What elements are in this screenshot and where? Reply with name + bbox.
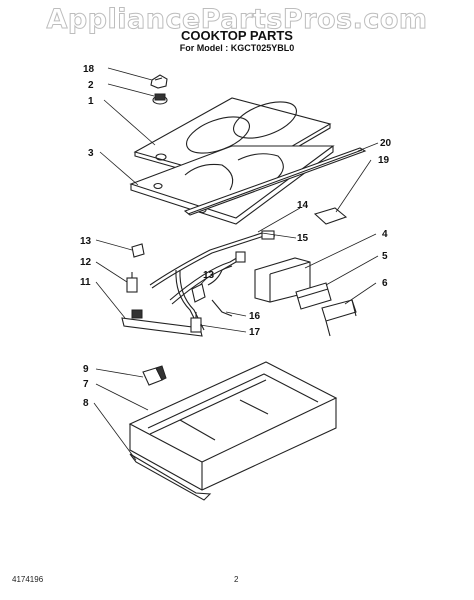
callout-14: 14: [297, 200, 309, 211]
callout-labels: 18 2 1 3 20 19 14 15 4 13 12 5 11 13 6 1…: [80, 64, 392, 409]
callout-2: 2: [88, 80, 94, 91]
callout-1: 1: [88, 96, 94, 107]
callout-18: 18: [83, 64, 95, 75]
callout-5: 5: [382, 251, 388, 262]
callout-7: 7: [83, 379, 89, 390]
callout-13a: 13: [80, 236, 92, 247]
watermark: AppliancePartsPros.com: [46, 4, 428, 36]
part-module-5[interactable]: [295, 282, 332, 310]
callout-19: 19: [378, 155, 390, 166]
callout-12: 12: [80, 257, 92, 268]
model-subtitle: For Model : KGCT025YBL0: [179, 43, 295, 53]
callout-20: 20: [380, 138, 392, 149]
part-clip-13-upper[interactable]: [131, 243, 145, 258]
part-bezel-2[interactable]: [152, 93, 168, 105]
part-tube-16[interactable]: [207, 261, 237, 317]
callout-11: 11: [80, 277, 91, 288]
part-trim-strip-20[interactable]: [183, 147, 367, 216]
leader-lines: [93, 67, 379, 461]
callout-15: 15: [297, 233, 309, 244]
part-box-9[interactable]: [142, 365, 167, 386]
part-manifold-11[interactable]: [121, 269, 205, 337]
callout-3: 3: [88, 148, 94, 159]
part-knob-18[interactable]: [150, 74, 168, 89]
callout-9: 9: [83, 364, 89, 375]
doc-number: 4174196: [12, 575, 44, 584]
callout-17: 17: [249, 327, 261, 338]
part-bracket-19[interactable]: [313, 207, 348, 225]
part-base-panel-8[interactable]: [129, 453, 212, 501]
callout-8: 8: [83, 398, 89, 409]
part-clip-13-lower[interactable]: [191, 283, 206, 303]
callout-6: 6: [382, 278, 388, 289]
part-bracket-6[interactable]: [321, 299, 357, 337]
page-number: 2: [234, 575, 239, 584]
callout-4: 4: [382, 229, 388, 240]
part-outer-box-7[interactable]: [128, 361, 338, 491]
page-title: COOKTOP PARTS: [181, 28, 293, 43]
part-gas-tube-15[interactable]: [169, 251, 246, 305]
callout-13b: 13: [203, 270, 215, 281]
callout-16: 16: [249, 311, 261, 322]
part-valve-12[interactable]: [126, 272, 138, 293]
